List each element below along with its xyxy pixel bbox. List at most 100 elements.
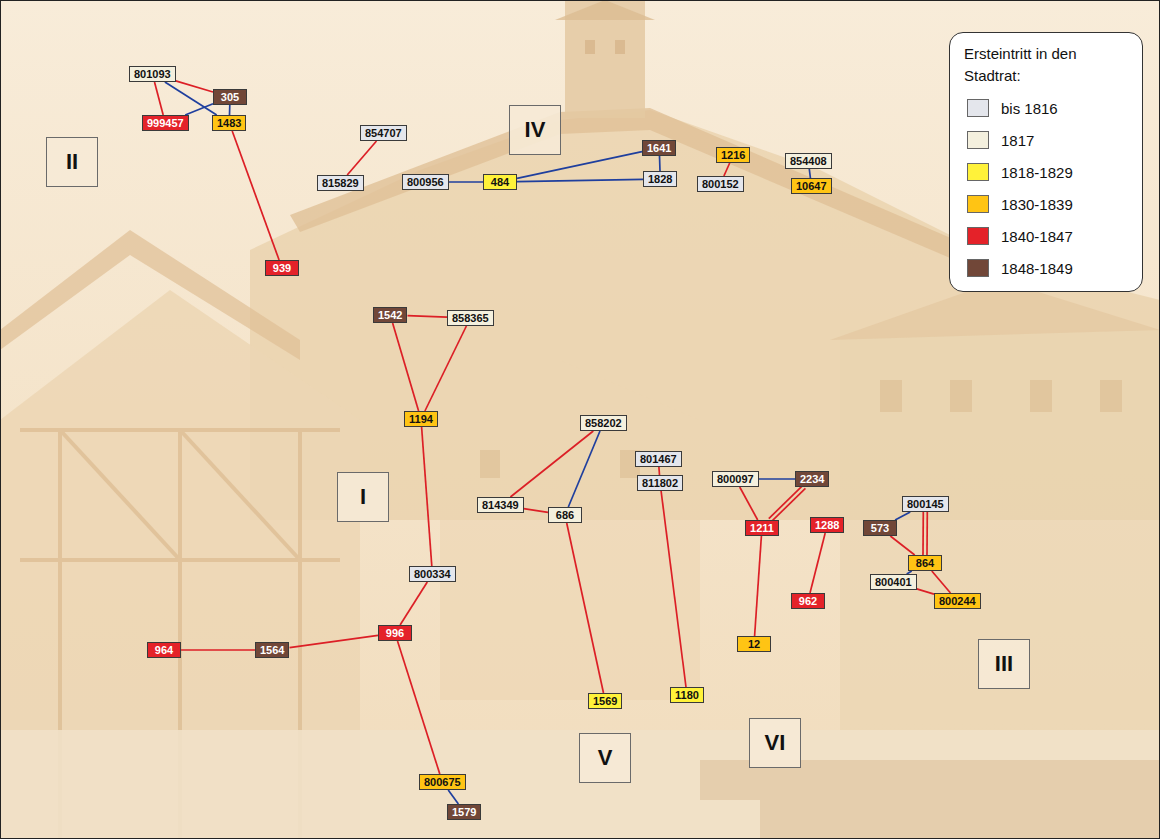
connector: [917, 589, 934, 594]
person-box: 814349: [477, 497, 524, 513]
connector: [658, 467, 660, 475]
legend-row: bis 1816: [967, 97, 1058, 119]
person-box: 12: [737, 636, 771, 652]
connector: [510, 431, 593, 497]
person-box: 1569: [588, 693, 622, 709]
person-id: 800244: [939, 595, 976, 607]
person-id: 2234: [800, 473, 824, 485]
connector: [759, 478, 795, 480]
connector: [661, 491, 686, 687]
person-id: 858365: [452, 312, 489, 324]
person-id: 12: [748, 638, 760, 650]
person-box: 1542: [373, 307, 407, 323]
person-box: 1288: [810, 517, 844, 533]
person-box: 939: [265, 260, 299, 276]
person-id: 801093: [134, 68, 171, 80]
connector: [810, 533, 825, 593]
connector: [926, 512, 928, 555]
person-box: 10647: [791, 178, 832, 194]
person-id: 800152: [702, 178, 739, 190]
person-id: 1542: [378, 309, 402, 321]
person-id: 996: [386, 627, 404, 639]
person-id: 1483: [217, 117, 241, 129]
legend-text: 1840-1847: [1001, 228, 1073, 245]
person-box: 815829: [317, 175, 364, 191]
connector: [517, 152, 642, 179]
connector: [890, 536, 914, 555]
legend-row: 1830-1839: [967, 193, 1073, 215]
person-id: 1216: [721, 149, 745, 161]
region-box: V: [579, 733, 631, 783]
connector: [229, 105, 231, 115]
region-numeral: IV: [525, 117, 546, 143]
legend-swatch: [967, 195, 989, 213]
region-numeral: V: [598, 745, 613, 771]
person-box: 1194: [404, 411, 438, 427]
person-box: 1483: [212, 115, 246, 131]
person-id: 800401: [875, 576, 912, 588]
legend-text: bis 1816: [1001, 100, 1058, 117]
legend-row: 1818-1829: [967, 161, 1073, 183]
legend-text: 1848-1849: [1001, 260, 1073, 277]
person-box: 1216: [716, 147, 750, 163]
person-box: 999457: [142, 115, 189, 131]
legend-text: 1818-1829: [1001, 164, 1073, 181]
legend-swatch: [967, 131, 989, 149]
legend-swatch: [967, 227, 989, 245]
person-box: 573: [863, 520, 897, 536]
connector: [809, 169, 810, 178]
connector: [769, 486, 803, 519]
region-box: III: [978, 639, 1030, 689]
person-id: 800145: [907, 498, 944, 510]
legend-box: Ersteintritt in den Stadtrat: bis 181618…: [949, 32, 1143, 292]
legend-row: 1848-1849: [967, 257, 1073, 279]
connector: [724, 163, 730, 176]
connector: [398, 641, 440, 774]
connector: [922, 512, 924, 555]
person-id: 1579: [452, 806, 476, 818]
region-numeral: II: [66, 149, 78, 175]
person-box: 801467: [635, 451, 682, 467]
connector: [155, 82, 164, 115]
person-box: 1180: [670, 687, 704, 703]
person-box: 858202: [580, 415, 627, 431]
person-box: 2234: [795, 471, 829, 487]
person-id: 484: [491, 176, 509, 188]
connector: [290, 635, 379, 647]
person-id: 800334: [414, 568, 451, 580]
connector: [185, 104, 213, 115]
connector: [165, 82, 217, 115]
connector: [408, 316, 448, 318]
person-box: 996: [378, 625, 412, 641]
person-id: 1641: [647, 142, 671, 154]
connector: [232, 131, 279, 260]
region-numeral: I: [360, 484, 366, 510]
person-box: 1579: [447, 804, 481, 820]
person-box: 811802: [637, 475, 683, 491]
person-id: 999457: [147, 117, 184, 129]
person-id: 1180: [675, 689, 699, 701]
person-id: 858202: [585, 417, 622, 429]
connector: [347, 141, 376, 175]
connector: [567, 523, 604, 693]
person-id: 573: [871, 522, 889, 534]
region-box: II: [46, 137, 98, 187]
connector: [524, 509, 548, 513]
connector: [448, 790, 458, 804]
connector: [181, 649, 255, 651]
person-id: 1828: [648, 173, 672, 185]
person-box: 1828: [643, 171, 677, 187]
person-id: 811802: [642, 477, 678, 489]
legend-text: 1830-1839: [1001, 196, 1073, 213]
person-box: 1564: [255, 642, 289, 658]
person-id: 962: [799, 595, 817, 607]
person-box: 800334: [409, 566, 456, 582]
legend-row: 1817: [967, 129, 1034, 151]
person-box: 800152: [697, 176, 744, 192]
connector: [895, 512, 910, 520]
person-box: 962: [791, 593, 825, 609]
person-box: 800145: [902, 496, 949, 512]
person-id: 1569: [593, 695, 617, 707]
person-box: 864: [908, 555, 942, 571]
connector: [400, 582, 427, 625]
